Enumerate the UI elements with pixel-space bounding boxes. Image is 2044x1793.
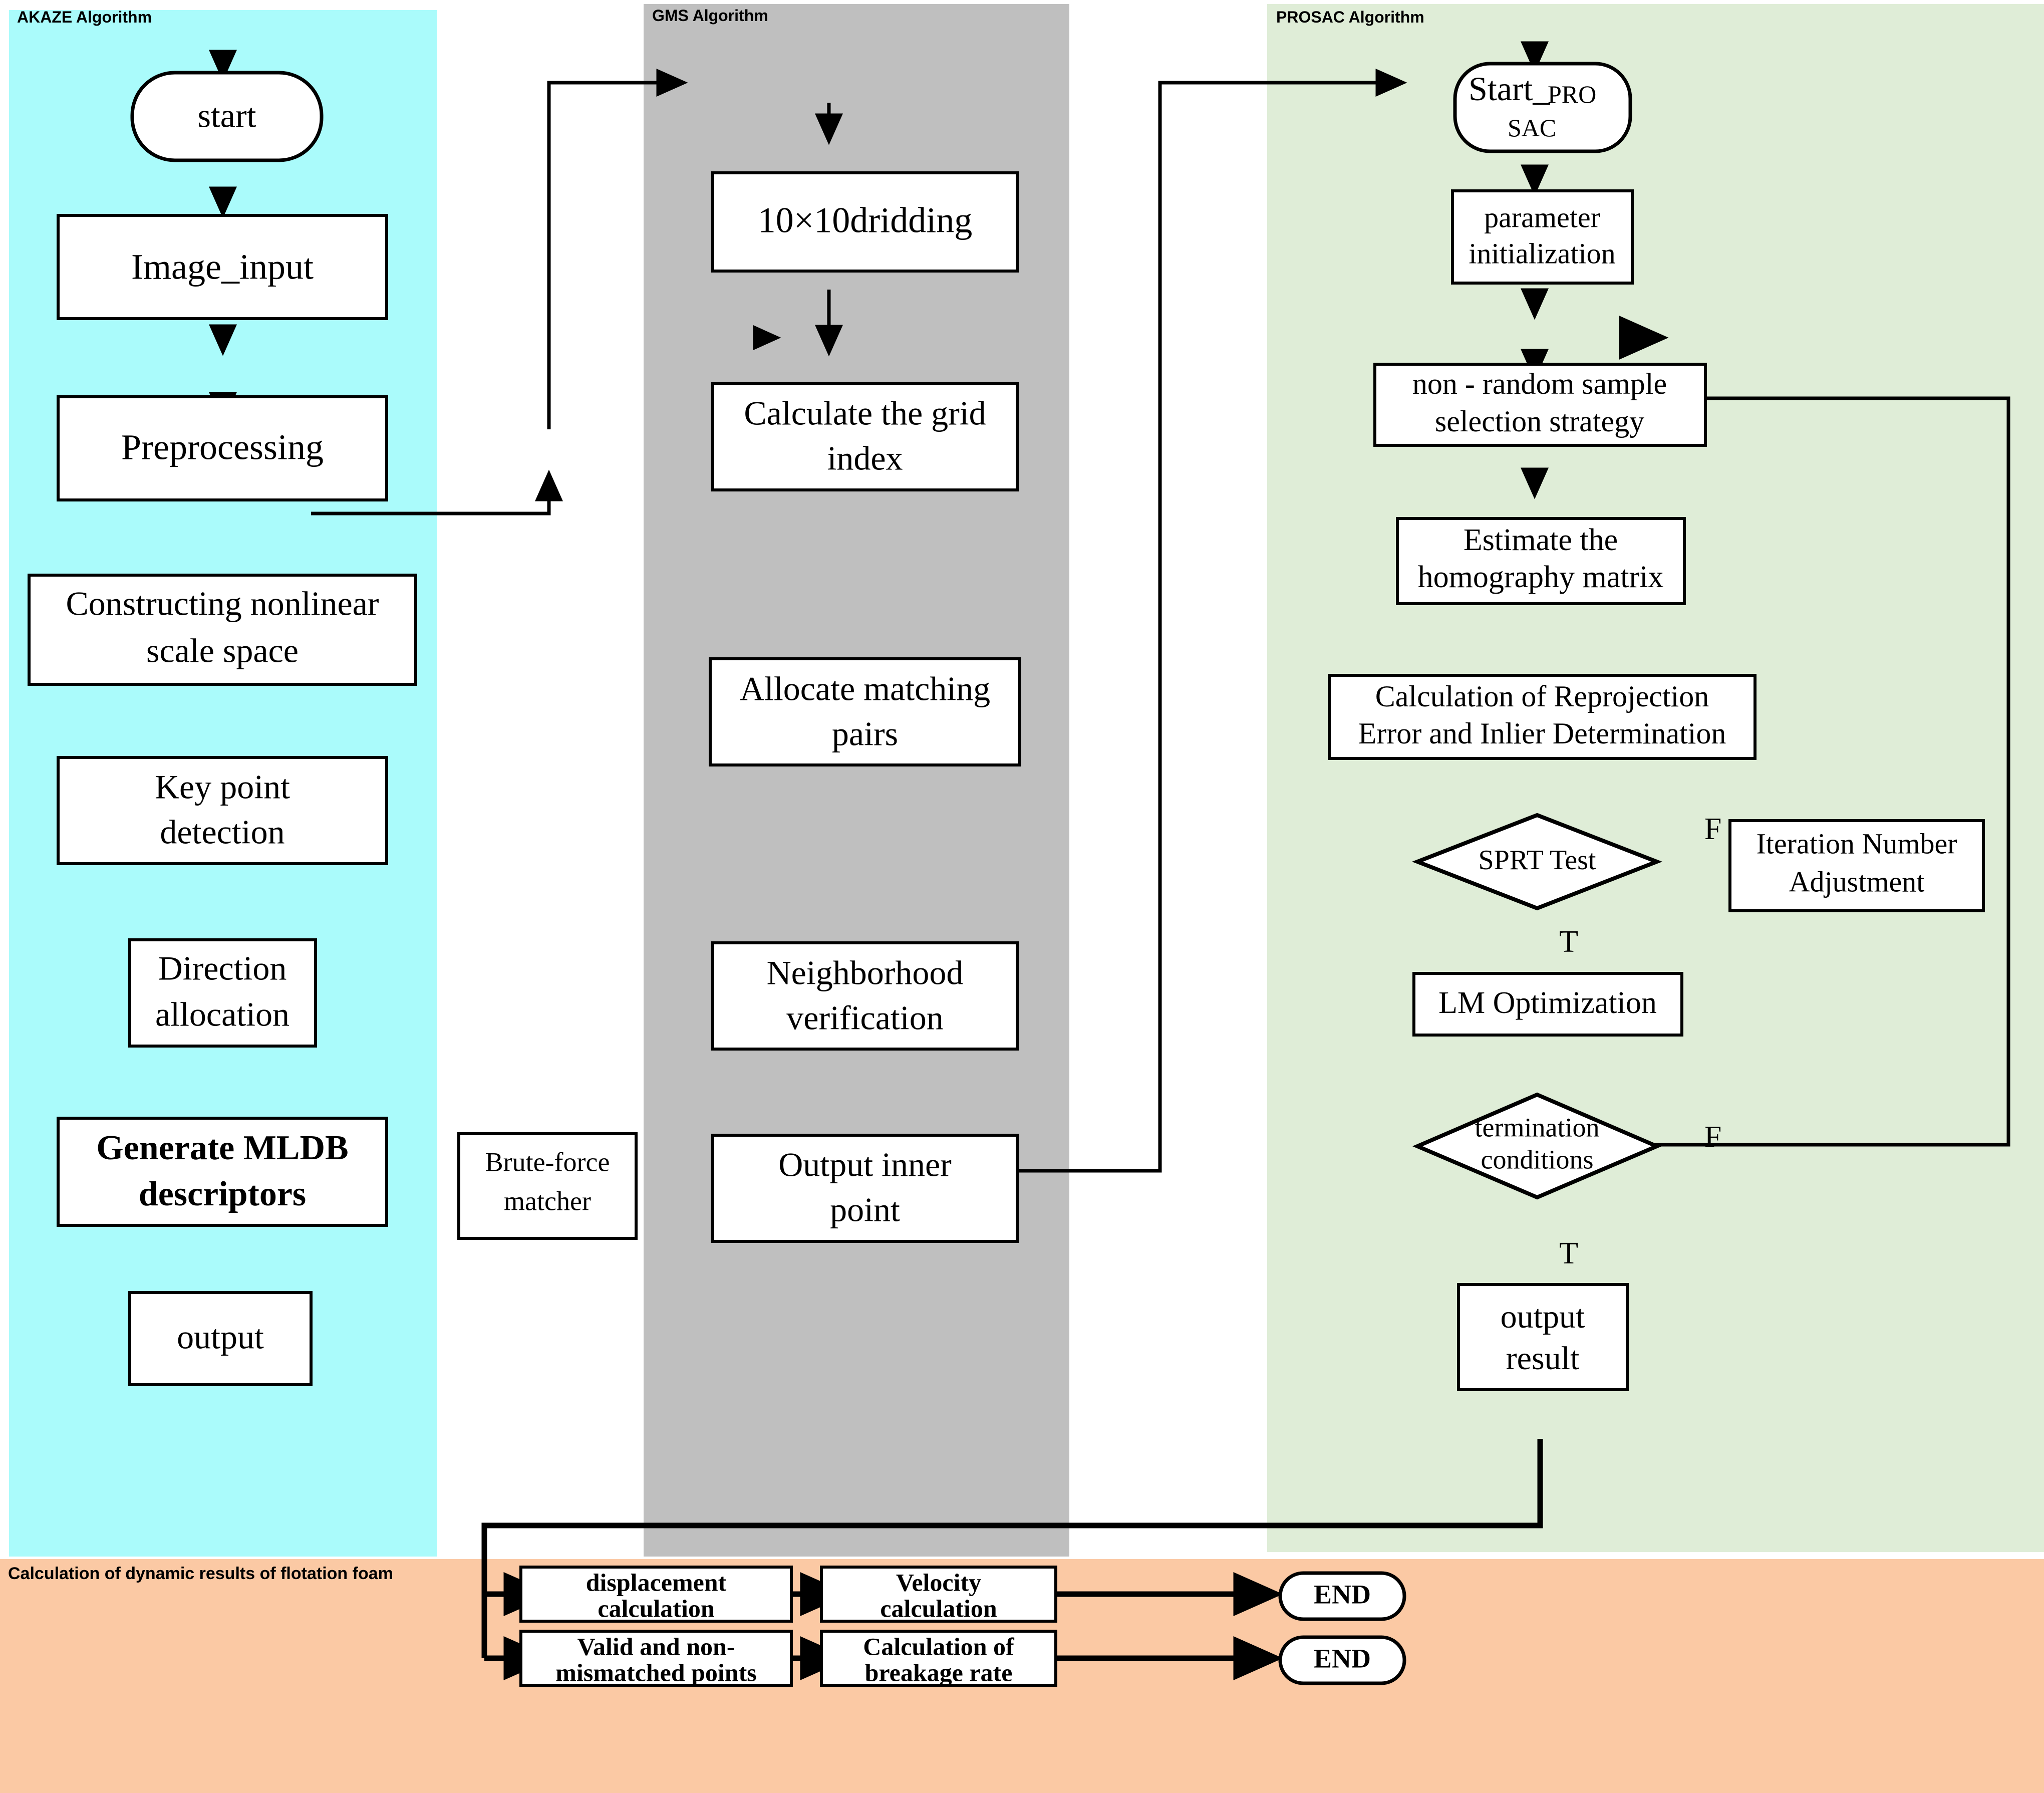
node-label-outputresult-l2: result	[1506, 1340, 1580, 1377]
node-label-estimate-l1: Estimate the	[1464, 523, 1618, 557]
node-label-termination-l1: termination	[1475, 1112, 1600, 1142]
node-label-displacement-l1: displacement	[586, 1568, 727, 1596]
node-valid-nonmismatched[interactable]: Valid and non- mismatched points	[519, 1630, 793, 1687]
node-label-gridindex-l1: Calculate the grid	[744, 394, 986, 432]
node-keypoint-detection[interactable]: Key point detection	[57, 756, 388, 865]
node-label-startprosac-pro: PRO	[1548, 80, 1596, 108]
node-lm-optimization[interactable]: LM Optimization	[1412, 972, 1683, 1037]
node-image-input[interactable]: Image_input	[57, 214, 388, 320]
node-label-neighborhood-l2: verification	[786, 999, 943, 1037]
node-label-mldb-l2: descriptors	[139, 1175, 306, 1213]
node-output-result[interactable]: output result	[1457, 1283, 1629, 1391]
node-neighborhood-verification[interactable]: Neighborhood verification	[711, 941, 1019, 1051]
node-gridding[interactable]: 10×10dridding	[711, 171, 1019, 273]
node-output-inner-point[interactable]: Output inner point	[711, 1134, 1019, 1243]
node-label-end1: END	[1314, 1579, 1371, 1609]
node-label-outputresult-l1: output	[1501, 1299, 1585, 1335]
node-label-end2: END	[1314, 1643, 1371, 1673]
edge-label-termination-false: F	[1704, 1120, 1721, 1154]
node-label-startprosac-sac: SAC	[1508, 114, 1556, 142]
node-breakage-rate[interactable]: Calculation of breakage rate	[820, 1630, 1057, 1687]
node-label-param-l2: initialization	[1469, 237, 1615, 270]
node-label-breakage-l1: Calculation of	[863, 1632, 1015, 1660]
node-label-neighborhood-l1: Neighborhood	[767, 954, 964, 992]
node-grid-index[interactable]: Calculate the grid index	[711, 382, 1019, 491]
node-label-keypoint-l2: detection	[160, 813, 284, 851]
edge-label-termination-true: T	[1559, 1236, 1578, 1270]
node-label-direction-l2: allocation	[155, 995, 289, 1034]
node-displacement-calculation[interactable]: displacement calculation	[519, 1566, 793, 1623]
node-label-reproj-l1: Calculation of Reprojection	[1375, 680, 1709, 713]
panel-label-akaze: AKAZE Algorithm	[17, 8, 152, 26]
node-label-velocity-l1: Velocity	[896, 1568, 981, 1596]
node-velocity-calculation[interactable]: Velocity calculation	[820, 1566, 1057, 1623]
panel-label-prosac: PROSAC Algorithm	[1276, 8, 1424, 26]
node-nonlinear-scale[interactable]: Constructing nonlinear scale space	[28, 574, 417, 686]
node-output[interactable]: output	[128, 1291, 313, 1386]
node-nonrandom-sample[interactable]: non - random sample selection strategy	[1373, 363, 1707, 447]
edge-bfmatcher-to-gridding	[547, 69, 688, 429]
node-label-allocate-l1: Allocate matching	[740, 670, 990, 708]
edge-label-sprt-true: T	[1559, 925, 1578, 959]
node-label-gridding: 10×10dridding	[758, 200, 973, 240]
node-label-nonlinear-scale-l2: scale space	[146, 632, 299, 670]
node-parameter-initialization[interactable]: parameter initialization	[1451, 189, 1634, 285]
node-label-allocate-l2: pairs	[832, 715, 898, 753]
node-label-startprosac-main: Start_	[1469, 70, 1550, 108]
node-label-nonlinear-scale-l1: Constructing nonlinear	[66, 585, 379, 623]
node-label-bfmatcher-l2: matcher	[504, 1186, 591, 1216]
node-preprocessing[interactable]: Preprocessing	[57, 395, 388, 501]
panel-label-gms: GMS Algorithm	[652, 7, 768, 25]
node-brute-force-matcher[interactable]: Brute-force matcher	[457, 1132, 638, 1240]
node-label-direction-l1: Direction	[158, 949, 287, 987]
node-label-innerpoint-l2: point	[830, 1191, 900, 1229]
node-start[interactable]: start	[130, 71, 324, 162]
edge-output-to-bfmatcher	[311, 469, 563, 516]
node-termination-conditions[interactable]: termination conditions	[1412, 1092, 1662, 1200]
node-reprojection-error[interactable]: Calculation of Reprojection Error and In…	[1328, 674, 1757, 760]
node-label-reproj-l2: Error and Inlier Determination	[1358, 717, 1726, 750]
edge-label-sprt-false: F	[1704, 812, 1721, 846]
edge-termination-false-to-rail	[1654, 867, 2010, 1147]
edge-innerpoint-to-startprosac	[971, 69, 1407, 1173]
edge-rail-to-nonrandom	[1651, 384, 2010, 867]
node-label-breakage-l2: breakage rate	[865, 1658, 1013, 1686]
node-label-gridindex-l2: index	[827, 439, 903, 477]
node-label-nonrandom-l1: non - random sample	[1412, 367, 1667, 400]
node-label-nonrandom-l2: selection strategy	[1435, 405, 1644, 438]
node-label-sprt: SPRT Test	[1479, 845, 1596, 876]
node-label-estimate-l2: homography matrix	[1418, 560, 1664, 594]
node-label-output: output	[177, 1318, 264, 1356]
node-label-displacement-l2: calculation	[598, 1594, 715, 1622]
node-label-velocity-l2: calculation	[880, 1594, 997, 1622]
node-label-valid-l1: Valid and non-	[577, 1632, 735, 1660]
node-label-image-input: Image_input	[131, 247, 314, 287]
node-label-termination-l2: conditions	[1481, 1144, 1594, 1174]
node-sprt-test[interactable]: SPRT Test	[1411, 813, 1663, 911]
node-label-param-l1: parameter	[1484, 201, 1600, 233]
panel-label-flotation: Calculation of dynamic results of flotat…	[8, 1564, 393, 1583]
panel-prosac: PROSAC Algorithm	[1267, 4, 2044, 1552]
node-label-start: start	[197, 97, 256, 135]
node-end-2[interactable]: END	[1278, 1635, 1406, 1685]
node-direction-allocation[interactable]: Direction allocation	[128, 938, 317, 1048]
node-start-prosac[interactable]: Start_ PRO SAC	[1453, 62, 1632, 153]
node-label-bfmatcher-l1: Brute-force	[485, 1147, 610, 1177]
node-label-keypoint-l1: Key point	[155, 768, 290, 806]
node-allocate-matching-pairs[interactable]: Allocate matching pairs	[709, 657, 1021, 766]
node-label-mldb-l1: Generate MLDB	[96, 1129, 348, 1167]
node-estimate-homography[interactable]: Estimate the homography matrix	[1396, 517, 1686, 605]
node-label-iteration-l1: Iteration Number	[1756, 827, 1957, 860]
node-label-valid-l2: mismatched points	[555, 1658, 756, 1686]
node-label-preprocessing: Preprocessing	[121, 427, 324, 467]
node-end-1[interactable]: END	[1278, 1571, 1406, 1621]
node-generate-mldb[interactable]: Generate MLDB descriptors	[57, 1117, 388, 1227]
node-iteration-number-adjustment[interactable]: Iteration Number Adjustment	[1728, 819, 1985, 912]
node-label-lm: LM Optimization	[1438, 986, 1657, 1020]
node-label-innerpoint-l1: Output inner	[778, 1146, 952, 1184]
node-label-iteration-l2: Adjustment	[1789, 865, 1925, 898]
